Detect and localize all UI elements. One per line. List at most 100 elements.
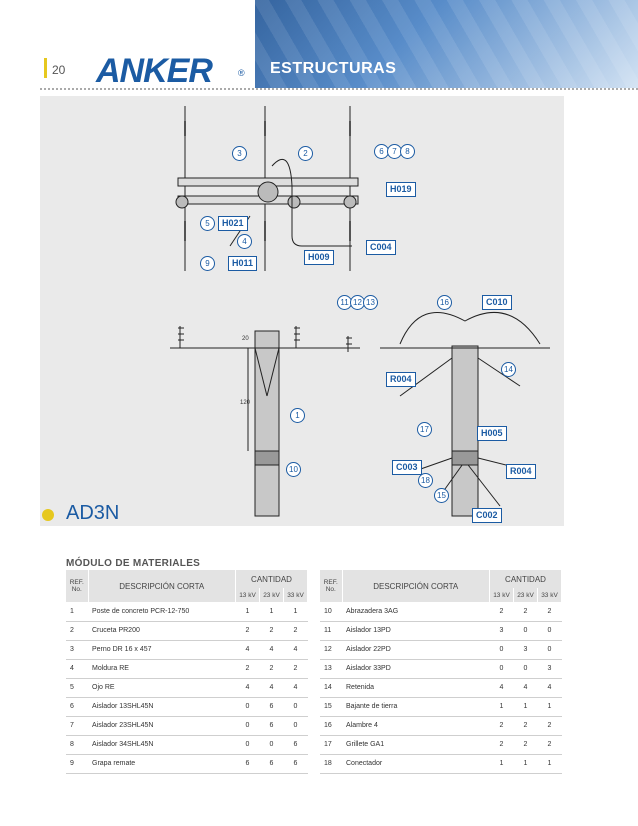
- cell-desc: Aislador 13PD: [342, 621, 490, 641]
- cell-ref: 12: [320, 640, 342, 660]
- section-title: ESTRUCTURAS: [270, 60, 397, 77]
- cell-q33: 2: [283, 659, 308, 679]
- cell-ref: 18: [320, 754, 342, 774]
- cell-ref: 6: [66, 697, 88, 717]
- cell-desc: Aislador 23SHL45N: [88, 716, 236, 736]
- cell-q23: 2: [513, 602, 538, 622]
- callout-14: 14: [501, 362, 516, 377]
- cell-desc: Aislador 22PD: [342, 640, 490, 660]
- cell-q23: 0: [513, 659, 538, 679]
- cell-ref: 11: [320, 621, 342, 641]
- cell-q13: 4: [489, 678, 514, 698]
- cell-ref: 8: [66, 735, 88, 755]
- cell-q13: 2: [235, 659, 260, 679]
- cell-q23: 2: [259, 659, 284, 679]
- cell-q33: 4: [537, 678, 562, 698]
- cell-desc: Aislador 34SHL45N: [88, 735, 236, 755]
- cell-q33: 0: [283, 716, 308, 736]
- tag-C004: C004: [366, 240, 396, 255]
- cell-desc: Cruceta PR200: [88, 621, 236, 641]
- cell-desc: Retenida: [342, 678, 490, 698]
- callout-10: 10: [286, 462, 301, 477]
- cell-q23: 2: [513, 735, 538, 755]
- desc-header: DESCRIPCIÓN CORTA: [342, 570, 490, 602]
- cell-desc: Aislador 33PD: [342, 659, 490, 679]
- cell-q13: 2: [489, 735, 514, 755]
- cell-q23: 3: [513, 640, 538, 660]
- cell-desc: Grillete GA1: [342, 735, 490, 755]
- cell-ref: 15: [320, 697, 342, 717]
- cell-desc: Moldura RE: [88, 659, 236, 679]
- callout-8: 8: [400, 144, 415, 159]
- cell-q33: 2: [537, 602, 562, 622]
- tag-H011: H011: [228, 256, 258, 271]
- callout-18: 18: [418, 473, 433, 488]
- voltage-33-header: 33 kV: [537, 588, 562, 602]
- cell-q23: 6: [259, 697, 284, 717]
- cell-q13: 1: [489, 754, 514, 774]
- cell-q23: 4: [513, 678, 538, 698]
- tag-R004-upper: R004: [386, 372, 416, 387]
- cell-q23: 4: [259, 678, 284, 698]
- cell-ref: 9: [66, 754, 88, 774]
- cell-q13: 0: [235, 735, 260, 755]
- cell-ref: 10: [320, 602, 342, 622]
- dimension-20: 20: [242, 336, 249, 342]
- voltage-13-header: 13 kV: [489, 588, 514, 602]
- brand-logo: ANKER: [96, 52, 213, 90]
- cell-q13: 4: [235, 678, 260, 698]
- cell-q33: 4: [283, 678, 308, 698]
- tag-C003: C003: [392, 460, 422, 475]
- cell-q33: 6: [283, 735, 308, 755]
- qty-header: CANTIDAD: [489, 570, 562, 588]
- qty-header: CANTIDAD: [235, 570, 308, 588]
- cell-q13: 1: [489, 697, 514, 717]
- cell-ref: 7: [66, 716, 88, 736]
- callout-17: 17: [417, 422, 432, 437]
- cell-desc: Poste de concreto PCR-12-750: [88, 602, 236, 622]
- cell-q33: 2: [537, 716, 562, 736]
- tag-C010: C010: [482, 295, 512, 310]
- cell-ref: 14: [320, 678, 342, 698]
- cell-q33: 0: [537, 640, 562, 660]
- cell-desc: Alambre 4: [342, 716, 490, 736]
- cell-q13: 2: [235, 621, 260, 641]
- cell-q13: 1: [235, 602, 260, 622]
- cell-q23: 2: [259, 621, 284, 641]
- cell-q33: 1: [283, 602, 308, 622]
- header-banner: [255, 0, 638, 88]
- cell-desc: Ojo RE: [88, 678, 236, 698]
- cell-q33: 1: [537, 754, 562, 774]
- voltage-23-header: 23 kV: [513, 588, 538, 602]
- cell-ref: 17: [320, 735, 342, 755]
- cell-q33: 4: [283, 640, 308, 660]
- cell-q23: 1: [259, 602, 284, 622]
- cell-q23: 1: [513, 754, 538, 774]
- cell-desc: Abrazadera 3AG: [342, 602, 490, 622]
- cell-q23: 0: [259, 735, 284, 755]
- cell-ref: 16: [320, 716, 342, 736]
- structure-diagram: [170, 106, 550, 517]
- callout-16: 16: [437, 295, 452, 310]
- cell-desc: Bajante de tierra: [342, 697, 490, 717]
- ref-header: REF. No.: [320, 570, 343, 602]
- cell-q33: 1: [537, 697, 562, 717]
- cell-q23: 6: [259, 754, 284, 774]
- cell-ref: 3: [66, 640, 88, 660]
- cell-q33: 2: [537, 735, 562, 755]
- voltage-13-header: 13 kV: [235, 588, 260, 602]
- cell-desc: Perno DR 16 x 457: [88, 640, 236, 660]
- cell-q13: 0: [235, 716, 260, 736]
- cell-q33: 0: [283, 697, 308, 717]
- cell-ref: 13: [320, 659, 342, 679]
- page-header: 20 ANKER ® ESTRUCTURAS: [0, 0, 638, 92]
